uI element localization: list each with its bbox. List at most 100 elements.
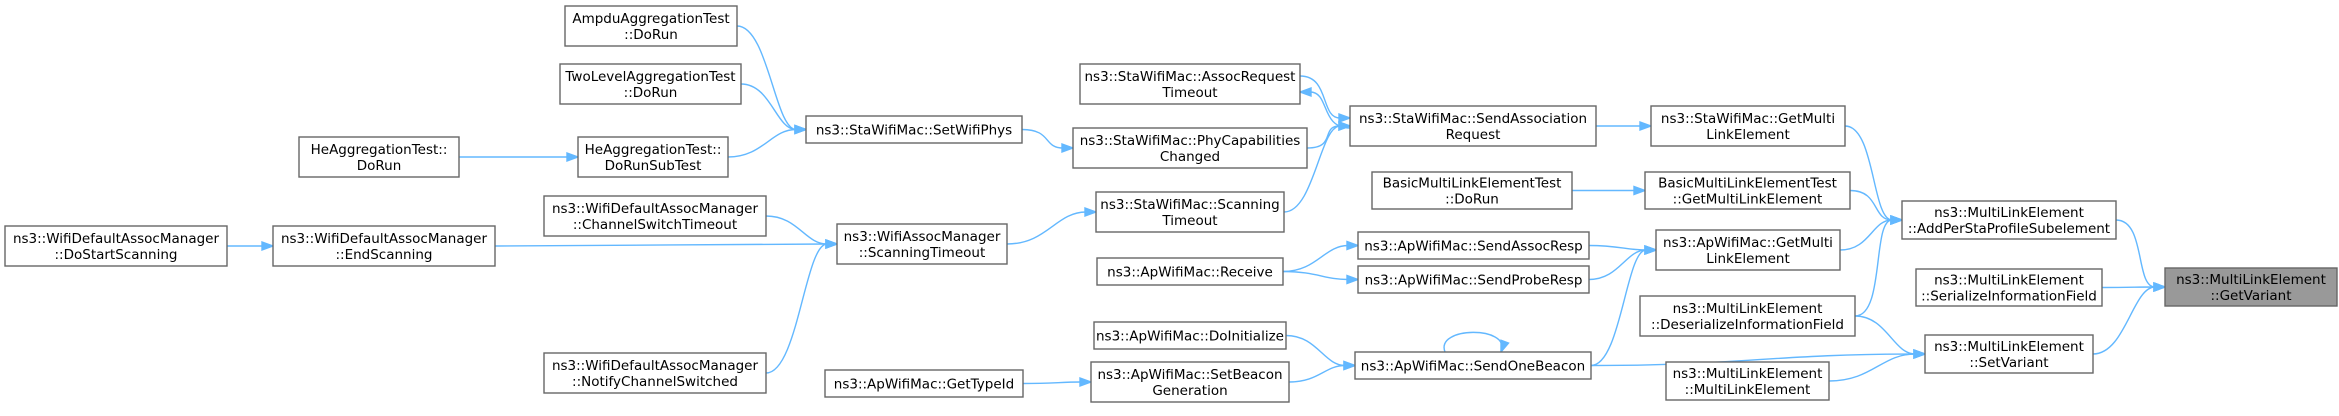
node-bmleDoRun[interactable]: BasicMultiLinkElementTest::DoRun [1371,171,1573,210]
node-wdamNotify[interactable]: ns3::WifiDefaultAssocManager::NotifyChan… [543,352,767,394]
edge-bmleDoRun-to-bmleGet [1572,185,1648,196]
edge-line [2092,286,2156,355]
node-apReceive[interactable]: ns3::ApWifiMac::Receive [1096,257,1284,286]
node-label-line: ns3::MultiLinkElement [1673,366,1823,382]
node-label-line: ns3::ApWifiMac::SendAssocResp [1364,239,1583,255]
edge-line [1282,244,1349,273]
node-label-line: HeAggregationTest:: [311,142,448,158]
edge-line [2101,286,2156,289]
node-box [1924,334,2094,374]
node-heDoRun[interactable]: HeAggregationTest::DoRun [298,136,460,178]
node-box [1090,361,1290,403]
node-label-line: ns3::ApWifiMac::SendOneBeacon [1361,359,1585,375]
node-mleCtor[interactable]: ns3::MultiLinkElement::MultiLinkElement [1665,361,1830,401]
edge-line [2115,219,2156,288]
node-label-line: BasicMultiLinkElementTest [1383,176,1562,192]
node-apGetMulti[interactable]: ns3::ApWifiMac::GetMultiLinkElement [1655,229,1841,271]
edge-sendOneBeacon-to-apGetMulti [1590,245,1659,367]
node-box [2164,267,2338,307]
node-bmleGet[interactable]: BasicMultiLinkElementTest::GetMultiLinkE… [1644,171,1851,210]
arrow-head [261,241,276,251]
node-box [1655,229,1841,271]
arrow-head [566,152,581,162]
node-label-line: ns3::WifiDefaultAssocManager [281,231,488,247]
node-label-line: Changed [1160,149,1220,165]
arrow-head [1338,121,1353,131]
node-serialize[interactable]: ns3::MultiLinkElement::SerializeInformat… [1915,268,2103,307]
node-box [1665,361,1830,401]
node-label-line: ns3::ApWifiMac::GetTypeId [834,377,1014,393]
node-sendProbeResp[interactable]: ns3::ApWifiMac::SendProbeResp [1357,265,1590,294]
node-label-line: ns3::StaWifiMac::PhyCapabilities [1080,133,1301,149]
node-label-line: ::EndScanning [335,247,432,263]
node-label-line: ns3::ApWifiMac::Receive [1107,265,1273,281]
node-label-line: LinkElement [1706,251,1790,267]
arrow-head [1343,360,1358,371]
edge-line [1828,353,1916,382]
node-deserialize[interactable]: ns3::MultiLinkElement::DeserializeInform… [1639,295,1856,337]
node-label-line: ns3::StaWifiMac::SetWifiPhys [816,123,1012,139]
node-label-line: Request [1446,127,1501,143]
arrow-head [1500,339,1510,354]
node-root: ns3::MultiLinkElement::GetVariant [2164,267,2338,307]
node-label-line: ns3::WifiAssocManager [844,229,1001,245]
node-staGetMulti[interactable]: ns3::StaWifiMac::GetMultiLinkElement [1650,105,1846,147]
node-wdamDoStart[interactable]: ns3::WifiDefaultAssocManager::DoStartSca… [4,225,228,267]
node-label-line: ns3::StaWifiMac::SendAssociation [1359,111,1587,127]
edge-line [740,83,797,131]
node-label-line: ns3::ApWifiMac::SendProbeResp [1365,273,1583,289]
node-label-line: ns3::WifiDefaultAssocManager [13,231,220,247]
node-label-line: DoRunSubTest [605,158,702,174]
node-twoLevel[interactable]: TwoLevelAggregationTest::DoRun [559,63,742,105]
node-apDoInit[interactable]: ns3::ApWifiMac::DoInitialize [1093,321,1287,350]
node-box [1354,351,1592,380]
node-sendAssocResp[interactable]: ns3::ApWifiMac::SendAssocResp [1357,231,1590,260]
edge-line [1306,125,1341,149]
node-box [564,5,738,47]
node-label-line: ns3::StaWifiMac::GetMulti [1661,111,1835,127]
node-box [543,195,767,237]
edge-line [1844,125,1893,221]
edge-line [1288,364,1346,383]
node-wdamChanSwitch[interactable]: ns3::WifiDefaultAssocManager::ChannelSwi… [543,195,767,237]
node-wamScanTimeout[interactable]: ns3::WifiAssocManager::ScanningTimeout [836,223,1008,265]
edge-line [1588,244,1647,251]
edge-staGetMulti-to-addPer [1844,125,1905,225]
node-sendOneBeacon[interactable]: ns3::ApWifiMac::SendOneBeacon [1354,351,1592,380]
edge-line [765,215,828,245]
node-setWifiPhys[interactable]: ns3::StaWifiMac::SetWifiPhys [805,115,1023,144]
edge-line [1849,189,1893,221]
node-box [1371,171,1573,210]
node-box [836,223,1008,265]
edge-addPer-to-root [2115,219,2168,292]
node-wdamEndScan[interactable]: ns3::WifiDefaultAssocManager::EndScannin… [272,225,496,267]
node-label-line: AmpduAggregationTest [572,11,729,27]
node-label-line: ::GetVariant [2210,288,2291,304]
node-label-line: ns3::MultiLinkElement [1934,339,2084,355]
edge-line [1006,211,1087,245]
arrow-head [1890,215,1905,225]
node-label-line: ::ScanningTimeout [859,245,986,261]
edge-line [736,25,797,131]
edge-heSub-to-setWifiPhys [727,124,809,158]
node-heSub[interactable]: HeAggregationTest::DoRunSubTest [577,136,729,178]
node-setVariant[interactable]: ns3::MultiLinkElement::SetVariant [1924,334,2094,374]
node-label-line: BasicMultiLinkElementTest [1658,176,1837,192]
node-label-line: ns3::MultiLinkElement [1934,273,2084,289]
node-label-line: ::DoRun [1445,192,1499,208]
node-getTypeId[interactable]: ns3::ApWifiMac::GetTypeId [824,369,1024,398]
node-label-line: ns3::MultiLinkElement [2176,272,2326,288]
node-box [1072,127,1308,169]
node-addPer[interactable]: ns3::MultiLinkElement::AddPerStaProfileS… [1901,200,2117,240]
node-box [1096,257,1284,286]
node-box [272,225,496,267]
node-box [824,369,1024,398]
node-ampdu[interactable]: AmpduAggregationTest::DoRun [564,5,738,47]
node-scanningTimeoutSta[interactable]: ns3::StaWifiMac::ScanningTimeout [1095,191,1285,233]
node-label-line: ::SetVariant [1969,355,2048,371]
